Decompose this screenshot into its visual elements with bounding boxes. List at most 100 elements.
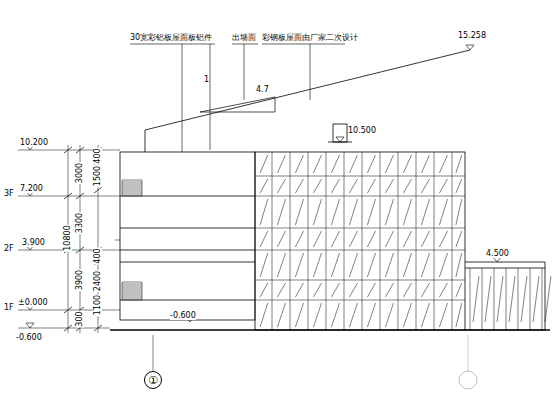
stroke <box>94 325 102 331</box>
stroke <box>122 184 142 185</box>
stroke <box>456 231 462 247</box>
stroke <box>295 303 303 327</box>
stroke <box>485 276 491 322</box>
stroke <box>403 155 411 173</box>
stroke <box>385 303 393 327</box>
stroke <box>530 268 531 330</box>
stroke <box>64 325 72 331</box>
annotation: 彩钢板屋面由厂家二次设计 <box>262 34 358 42</box>
dimension: 1100 <box>94 294 102 316</box>
stroke <box>340 137 344 142</box>
stroke <box>473 276 479 322</box>
stroke <box>76 247 84 253</box>
stroke <box>122 292 142 293</box>
stroke <box>349 231 357 247</box>
stroke <box>277 179 285 193</box>
stroke <box>122 282 142 283</box>
stroke <box>456 179 462 193</box>
stroke <box>313 283 321 297</box>
stroke <box>260 199 268 225</box>
stroke <box>416 152 417 330</box>
dimension: 1500 <box>94 165 102 187</box>
stroke <box>277 253 285 277</box>
stroke <box>545 276 551 322</box>
stroke <box>122 180 123 196</box>
stroke <box>142 180 143 196</box>
stroke <box>260 231 268 247</box>
annotation: 1F <box>4 304 14 312</box>
stroke <box>439 303 447 327</box>
stroke <box>295 253 303 277</box>
stroke <box>439 199 447 225</box>
stroke <box>331 283 339 297</box>
stroke <box>313 303 321 327</box>
stroke <box>64 147 72 153</box>
annotation: 3F <box>4 190 14 198</box>
stroke <box>367 199 375 225</box>
stroke <box>331 303 339 327</box>
annotation: ±0.000 <box>18 299 48 307</box>
stroke <box>122 290 142 291</box>
axis-bubble: ① <box>144 371 162 389</box>
annotation: 10.500 <box>348 127 376 135</box>
stroke <box>277 231 285 247</box>
stroke <box>439 253 447 277</box>
stroke <box>313 179 321 193</box>
stroke <box>331 199 339 225</box>
stroke <box>506 268 507 330</box>
stroke <box>421 283 429 297</box>
stroke <box>456 253 462 277</box>
stroke <box>494 268 495 330</box>
dimension: 3300 <box>76 212 84 234</box>
axis-number: ① <box>148 375 158 386</box>
stroke <box>64 193 72 199</box>
annotation: -0.600 <box>170 312 196 320</box>
stroke <box>122 180 142 181</box>
dimension: 400 <box>94 247 102 264</box>
stroke <box>466 45 474 46</box>
stroke <box>122 296 142 297</box>
stroke <box>421 231 429 247</box>
stroke <box>439 179 447 193</box>
stroke <box>122 294 142 295</box>
stroke <box>260 303 268 327</box>
stroke <box>439 283 447 297</box>
stroke <box>349 199 357 225</box>
stroke <box>456 283 462 297</box>
stroke <box>403 179 411 193</box>
stroke <box>385 253 393 277</box>
stroke <box>421 155 429 173</box>
stroke <box>533 276 539 322</box>
stroke <box>452 152 453 330</box>
stroke <box>122 192 142 193</box>
stroke <box>542 268 543 330</box>
stroke <box>403 199 411 225</box>
stroke <box>466 45 470 50</box>
annotation: 10.200 <box>20 139 48 147</box>
stroke <box>380 152 381 330</box>
stroke <box>421 253 429 277</box>
stroke <box>367 303 375 327</box>
annotation: -0.600 <box>16 334 42 342</box>
stroke <box>403 283 411 297</box>
stroke <box>295 179 303 193</box>
stroke <box>295 231 303 247</box>
stroke <box>272 152 273 330</box>
annotation: 4.500 <box>486 250 509 258</box>
stroke <box>255 196 465 197</box>
stroke <box>367 155 375 173</box>
stroke <box>295 155 303 173</box>
stroke <box>349 155 357 173</box>
stroke <box>122 288 142 289</box>
stroke <box>421 303 429 327</box>
stroke <box>349 303 357 327</box>
annotation: 30宽彩铝板屋面板铝件 <box>130 34 212 42</box>
stroke <box>439 155 447 173</box>
stroke <box>255 250 465 251</box>
dimension: 3900 <box>76 269 84 291</box>
stroke <box>122 186 142 187</box>
stroke <box>30 323 34 328</box>
stroke <box>509 276 515 322</box>
stroke <box>456 303 462 327</box>
